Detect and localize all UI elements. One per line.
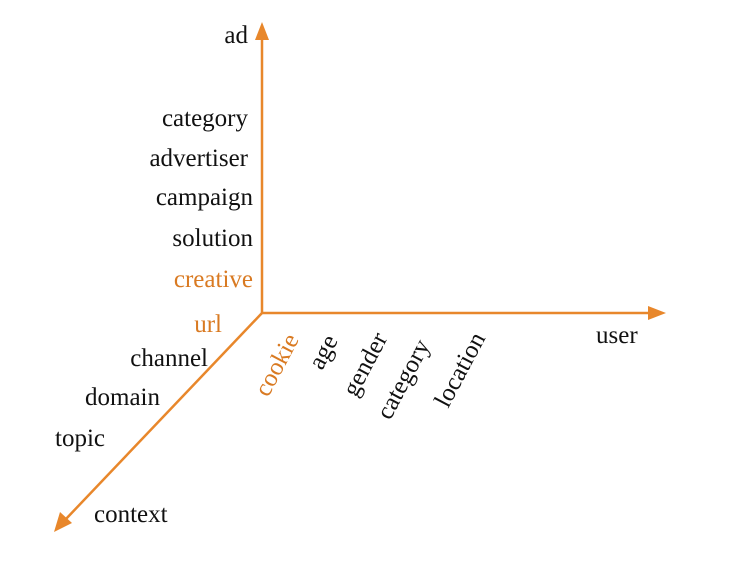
ad-attribute-advertiser: advertiser [149, 145, 248, 172]
context-axis-line [64, 312, 263, 521]
ad-axis-title: ad [224, 22, 248, 49]
user-axis-title: user [596, 322, 638, 349]
user-axis-arrowhead [648, 306, 666, 320]
context-attribute-url: url [194, 311, 222, 338]
ad-attribute-solution: solution [172, 225, 253, 252]
user-attribute-location: location [429, 328, 491, 412]
ad-attribute-category: category [162, 105, 249, 132]
context-attribute-topic: topic [55, 425, 105, 452]
ad-axis-arrowhead [255, 22, 269, 40]
context-attribute-domain: domain [85, 384, 160, 411]
context-axis-title: context [94, 501, 168, 528]
context-axis-arrowhead [54, 512, 72, 532]
user-attribute-age: age [303, 331, 343, 374]
context-attribute-channel: channel [130, 345, 208, 372]
user-attribute-cookie: cookie [249, 329, 304, 401]
ad-attribute-creative: creative [174, 266, 253, 293]
ad-attribute-campaign: campaign [156, 184, 254, 211]
